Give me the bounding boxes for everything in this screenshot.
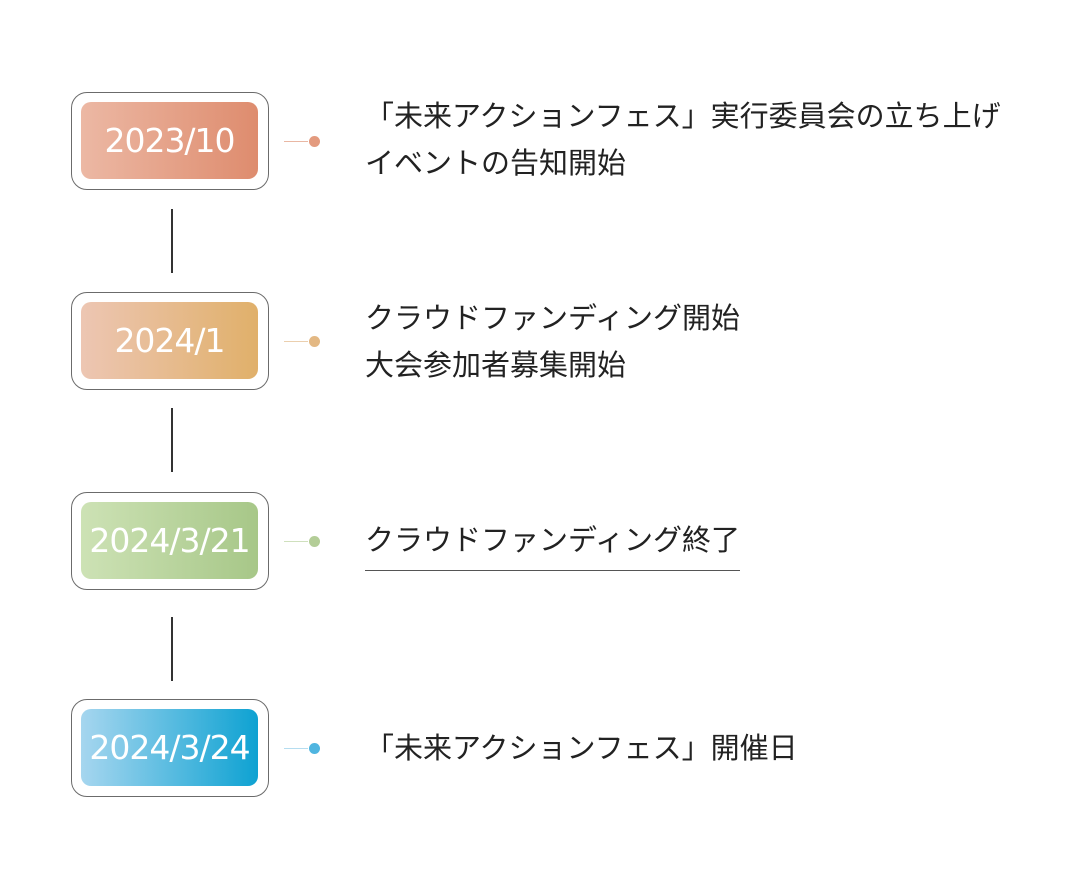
entry-description: クラウドファンディング終了 [365,517,740,571]
connector-dot [309,336,320,347]
entry-description: クラウドファンディング開始 大会参加者募集開始 [365,295,740,389]
date-pill: 2024/3/24 [81,709,258,786]
description-line: 「未来アクションフェス」開催日 [365,731,798,765]
description-line: イベントの告知開始 [365,146,627,180]
connector-line [284,341,308,342]
entry-description: 「未来アクションフェス」開催日 [365,725,798,772]
date-label: 2024/3/21 [89,521,250,560]
date-badge: 2024/3/21 [71,492,269,590]
entry-description: 「未来アクションフェス」実行委員会の立ち上げ イベントの告知開始 [365,93,1001,187]
date-pill: 2024/1 [81,302,258,379]
date-label: 2024/1 [114,321,225,360]
date-pill: 2023/10 [81,102,258,179]
timeline-entry: 2024/1 クラウドファンディング開始 大会参加者募集開始 [0,292,1080,394]
connector-line [284,748,308,749]
connector-line [284,541,308,542]
description-line: 大会参加者募集開始 [365,348,627,382]
date-badge: 2024/1 [71,292,269,390]
connector-dot [309,136,320,147]
timeline-vertical-line [171,209,173,273]
timeline-entry: 2024/3/24 「未来アクションフェス」開催日 [0,699,1080,801]
description-line: 「未来アクションフェス」実行委員会の立ち上げ [365,99,1001,133]
description-line: クラウドファンディング終了 [365,517,740,571]
timeline-entry: 2023/10 「未来アクションフェス」実行委員会の立ち上げ イベントの告知開始 [0,92,1080,194]
date-badge: 2023/10 [71,92,269,190]
connector-dot [309,743,320,754]
date-badge: 2024/3/24 [71,699,269,797]
date-pill: 2024/3/21 [81,502,258,579]
description-line: クラウドファンディング開始 [365,301,740,335]
connector-line [284,141,308,142]
connector-dot [309,536,320,547]
date-label: 2023/10 [104,121,235,160]
date-label: 2024/3/24 [89,728,250,767]
timeline-vertical-line [171,408,173,472]
timeline-entry: 2024/3/21 クラウドファンディング終了 [0,492,1080,594]
timeline-vertical-line [171,617,173,681]
